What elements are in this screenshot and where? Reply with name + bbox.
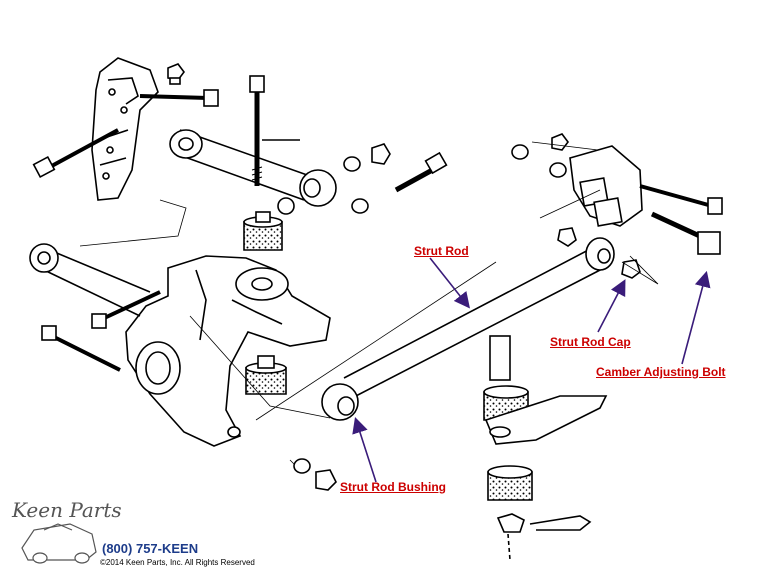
upper-link (169, 129, 448, 215)
camber-adjusting-bolt-link[interactable]: Camber Adjusting Bolt (596, 365, 726, 379)
keen-parts-logo (21, 523, 97, 564)
long-bolt (249, 75, 265, 186)
phone-number[interactable]: (800) 757-KEEN (102, 541, 199, 556)
bracket-bolts (32, 63, 219, 179)
mounting-bracket-left (91, 57, 159, 201)
callout-arrows (352, 257, 711, 483)
center-spacer-stack (483, 335, 608, 561)
trailing-link (29, 243, 161, 372)
strut-rod-bushing-link[interactable]: Strut Rod Bushing (340, 480, 446, 494)
rubber-bushing-lower (245, 355, 287, 395)
logo-wordmark: Keen Parts (12, 498, 122, 522)
assembly-guide-lines (79, 141, 659, 471)
rubber-bushing-upper (243, 211, 283, 251)
mounting-bracket-right (511, 133, 723, 255)
strut-rod-link[interactable]: Strut Rod (414, 244, 469, 258)
strut-rod-part (321, 237, 641, 421)
strut-rod-cap-link[interactable]: Strut Rod Cap (550, 335, 631, 349)
copyright-notice: ©2014 Keen Parts, Inc. All Rights Reserv… (100, 558, 255, 567)
lower-hardware (293, 458, 337, 491)
spindle-knuckle (125, 255, 331, 447)
